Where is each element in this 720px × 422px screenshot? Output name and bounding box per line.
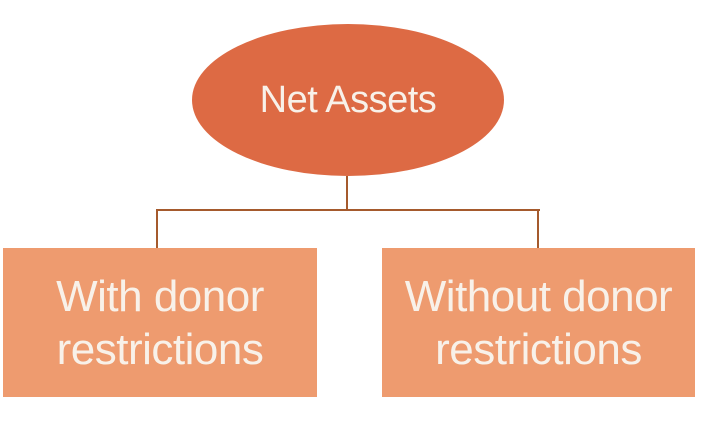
node-without-donor-restrictions-line2: restrictions <box>435 324 642 374</box>
node-with-donor-restrictions: With donor restrictions <box>3 248 317 397</box>
connector-left-stem <box>156 209 158 248</box>
connector-right-stem <box>537 209 539 248</box>
root-node-label: Net Assets <box>259 78 437 121</box>
connector-root-stem <box>346 176 348 210</box>
node-with-donor-restrictions-line2: restrictions <box>56 324 264 374</box>
connector-horizontal-bar <box>156 209 540 211</box>
node-without-donor-restrictions: Without donor restrictions <box>382 248 695 397</box>
node-with-donor-restrictions-line1: With donor <box>56 271 264 321</box>
root-node-net-assets: Net Assets <box>192 24 504 176</box>
node-without-donor-restrictions-line1: Without donor <box>404 271 673 321</box>
